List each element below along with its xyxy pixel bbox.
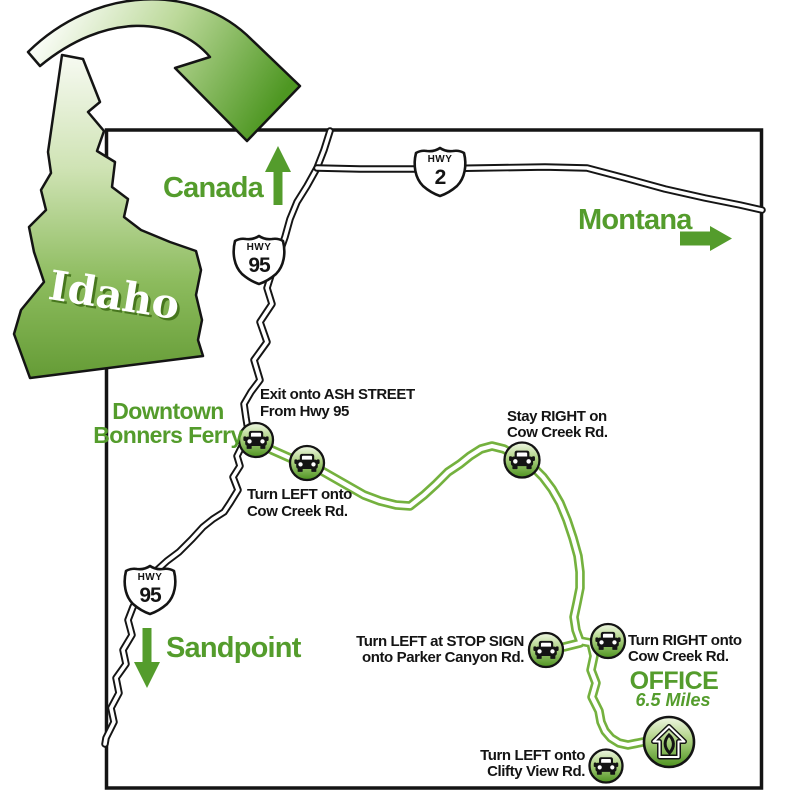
shield-prefix: HWY <box>138 572 163 583</box>
hwy-95-north-shield: HWY 95 <box>232 234 286 286</box>
svg-text:Turn LEFT onto: Turn LEFT onto <box>247 486 352 503</box>
svg-text:Cow Creek Rd.: Cow Creek Rd. <box>507 424 608 441</box>
svg-text:OFFICE: OFFICE <box>630 667 719 695</box>
svg-text:Cow Creek Rd.: Cow Creek Rd. <box>628 648 729 665</box>
montana-label: Montana <box>578 204 693 236</box>
shield-prefix: HWY <box>247 242 272 253</box>
place-line-1: Downtown <box>112 398 223 424</box>
highway-2-road <box>313 163 766 214</box>
downtown-bonners-ferry-label: Downtown Bonners Ferry <box>93 398 244 448</box>
map-border <box>104 128 764 790</box>
svg-text:Turn RIGHT onto: Turn RIGHT onto <box>628 632 742 649</box>
south-arrow-icon <box>134 628 160 688</box>
office-distance: 6.5 Miles <box>635 690 710 710</box>
sandpoint-label: Sandpoint <box>166 632 302 664</box>
step-left-cow-creek-label: Turn LEFT onto Cow Creek Rd. <box>247 486 353 520</box>
car-marker-stay-right <box>503 441 541 479</box>
step-exit-ash-label: Exit onto ASH STREET From Hwy 95 <box>260 386 415 420</box>
car-marker-right-cow-creek <box>589 622 627 660</box>
office-marker <box>642 715 696 769</box>
shield-number: 95 <box>248 254 271 277</box>
leaf-icon <box>663 732 675 756</box>
marker-circle <box>642 715 696 769</box>
step-left-parker-canyon-label: Turn LEFT at STOP SIGN onto Parker Canyo… <box>356 633 525 666</box>
north-arrow-icon <box>265 146 291 205</box>
east-arrow-icon <box>680 226 732 251</box>
locator-arrow-icon <box>26 0 302 143</box>
svg-text:Cow Creek Rd.: Cow Creek Rd. <box>247 503 348 520</box>
svg-text:Stay RIGHT on: Stay RIGHT on <box>507 408 607 425</box>
step-left-clifty-view-label: Turn LEFT onto Clifty View Rd. <box>480 747 586 780</box>
svg-text:Exit onto ASH STREET: Exit onto ASH STREET <box>260 386 415 403</box>
svg-text:Turn LEFT onto: Turn LEFT onto <box>480 747 585 764</box>
shield-number: 95 <box>139 584 162 607</box>
canada-label: Canada <box>163 172 265 204</box>
svg-text:Turn LEFT at STOP SIGN: Turn LEFT at STOP SIGN <box>356 633 524 650</box>
step-stay-right-label: Stay RIGHT on Cow Creek Rd. <box>507 408 608 441</box>
place-line-2: Bonners Ferry <box>93 422 243 448</box>
shield-number: 2 <box>435 166 446 189</box>
hwy-95-south-shield: HWY 95 <box>123 564 177 616</box>
office-house-icon <box>651 724 687 760</box>
hwy-2-shield: HWY 2 <box>413 146 467 198</box>
car-marker-bonners-ferry <box>237 421 275 459</box>
svg-text:Clifty View Rd.: Clifty View Rd. <box>487 763 585 780</box>
shield-prefix: HWY <box>428 154 453 165</box>
car-marker-clifty-view <box>588 748 624 784</box>
car-marker-stop-sign <box>527 631 565 669</box>
idaho-state-shape <box>12 53 205 380</box>
svg-text:onto Parker Canyon Rd.: onto Parker Canyon Rd. <box>362 649 524 666</box>
car-marker-left-cow-creek <box>288 444 326 482</box>
svg-text:From Hwy 95: From Hwy 95 <box>260 403 349 420</box>
step-right-cow-creek-label: Turn RIGHT onto Cow Creek Rd. <box>628 632 742 665</box>
office-label: OFFICE 6.5 Miles <box>630 667 719 710</box>
idaho-inset: Idaho Idaho <box>12 0 302 380</box>
